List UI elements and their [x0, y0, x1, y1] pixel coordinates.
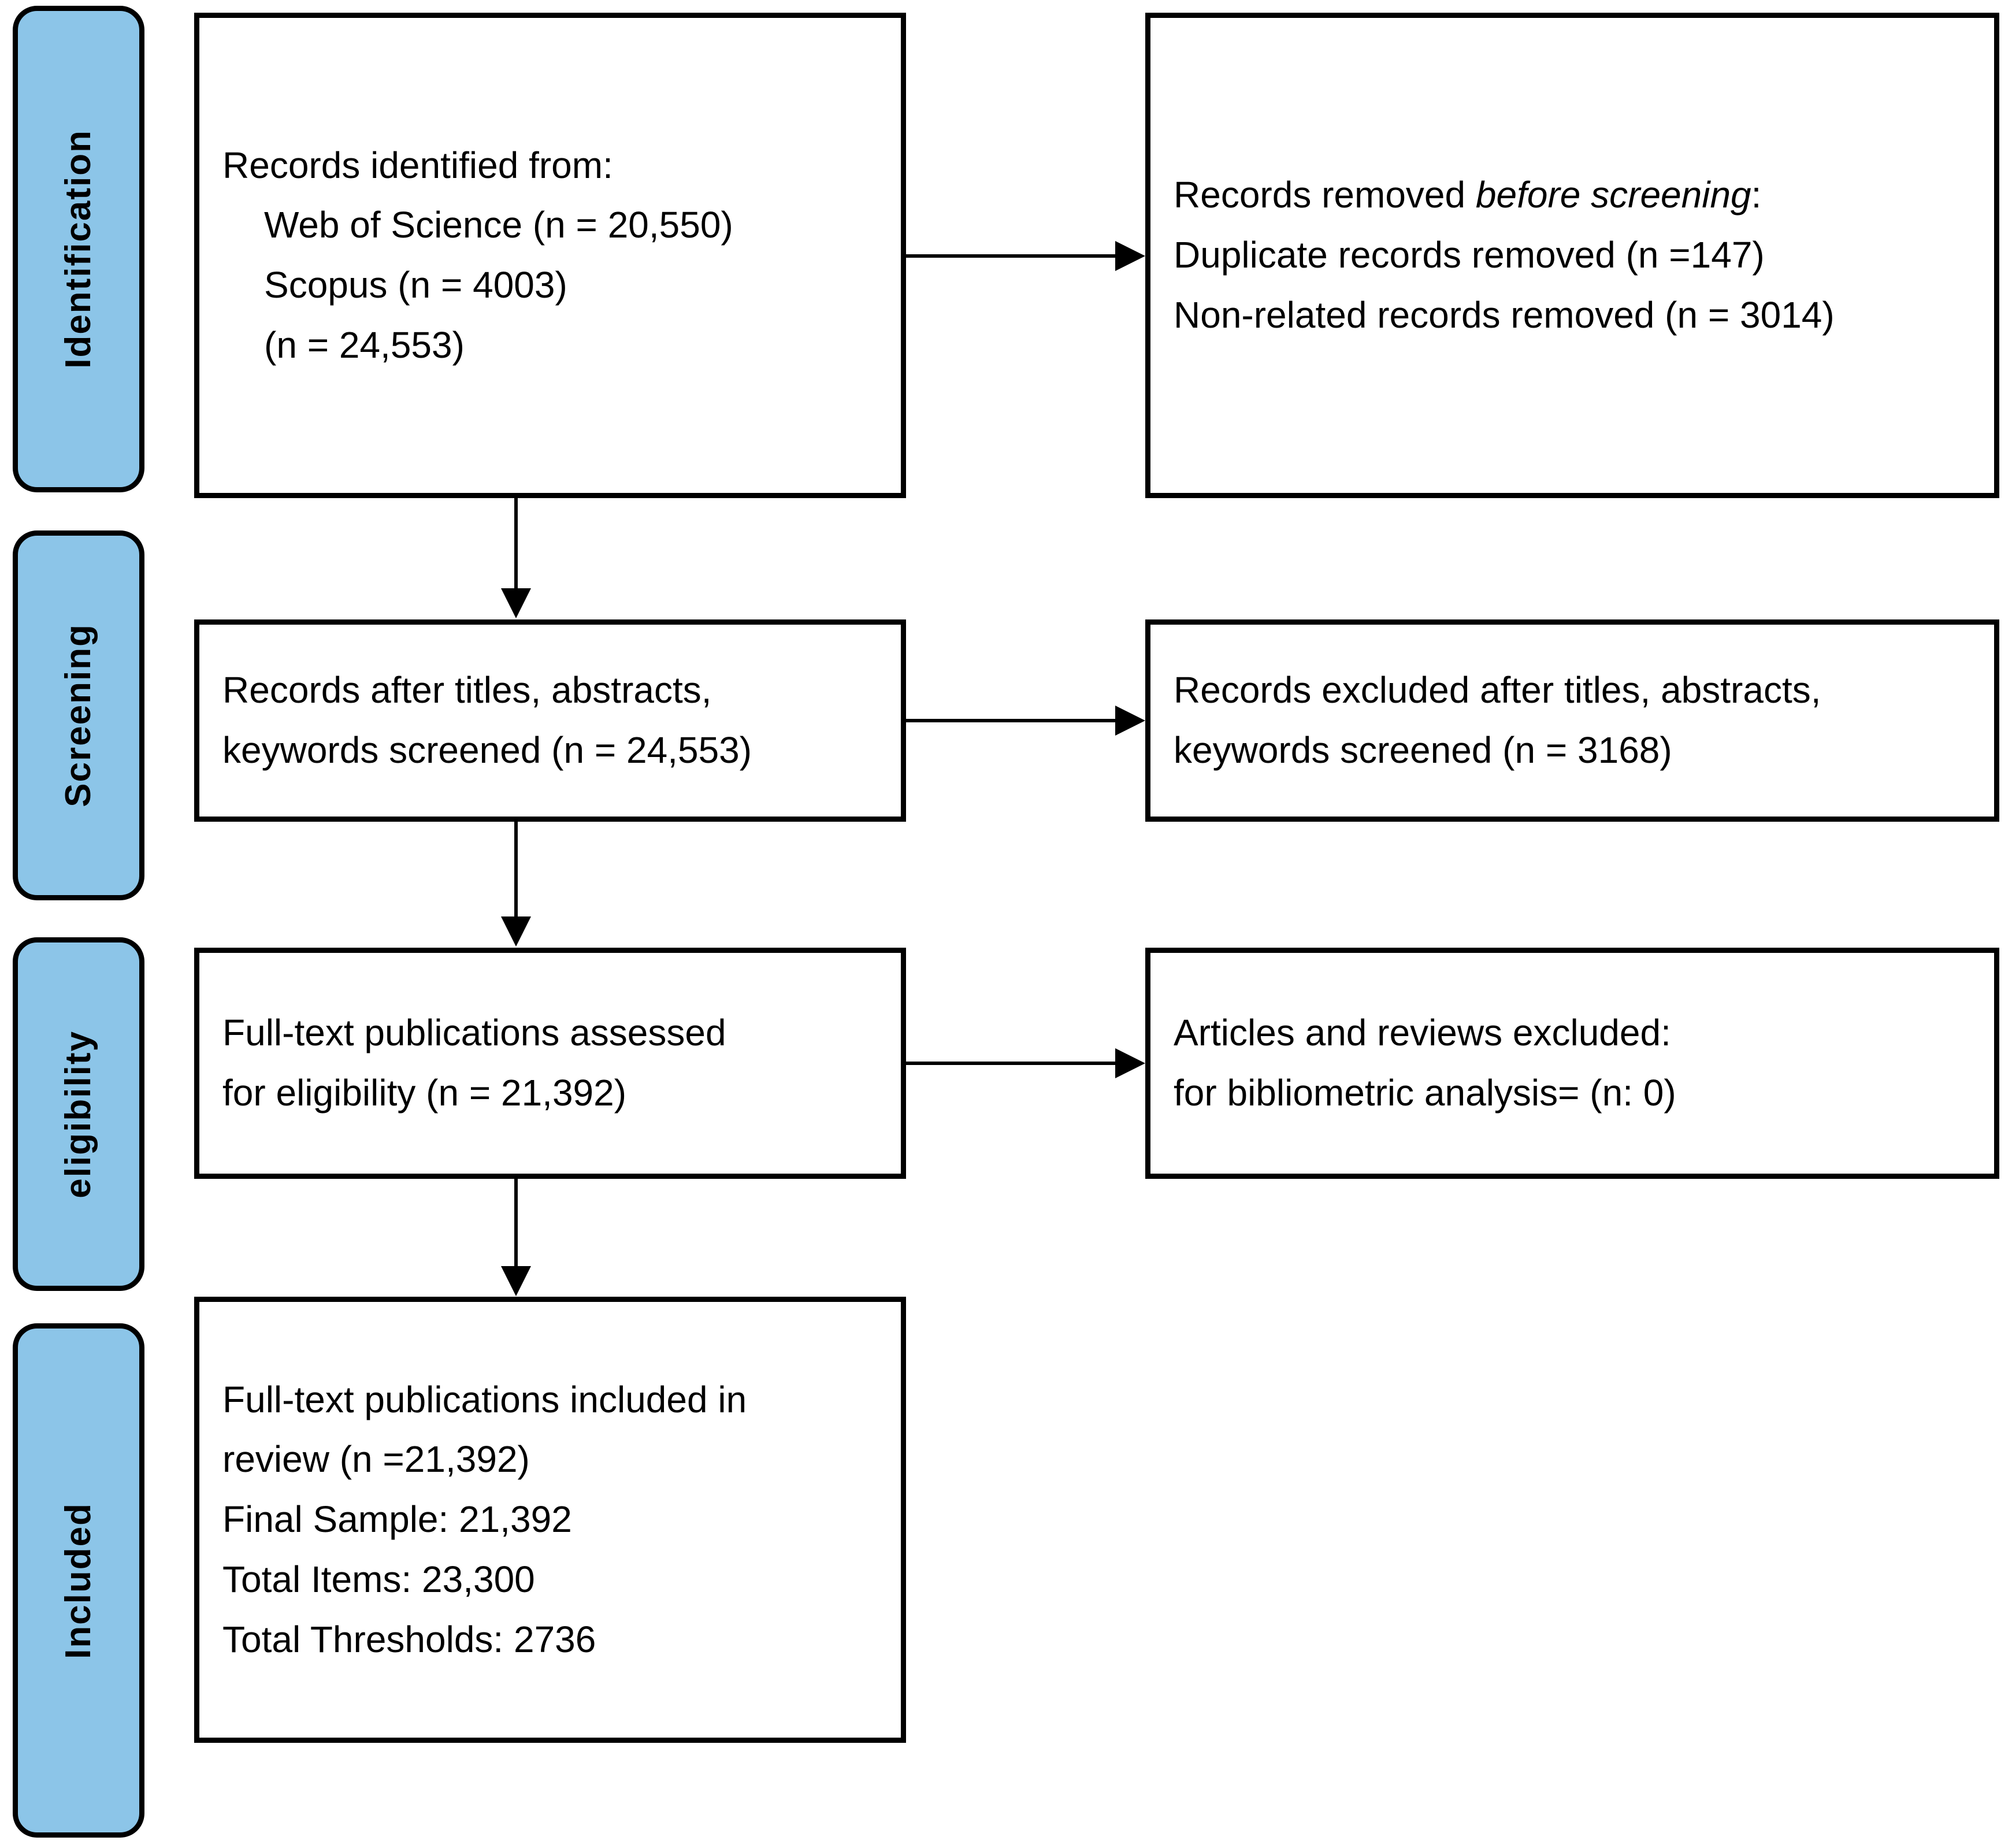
articles-excluded-line-1: Articles and reviews excluded: [1174, 1012, 1671, 1054]
connector-eligibility-to-included [514, 1179, 518, 1268]
stage-tab-screening-label: Screening [58, 624, 98, 807]
stage-tab-identification-label: Identification [58, 129, 98, 369]
stage-tab-screening: Screening [13, 530, 144, 900]
arrowhead-assessed-to-articles-excluded [1115, 1048, 1145, 1078]
records-removed-line-3: Non-related records removed (n = 3014) [1174, 294, 1835, 336]
connector-identification-to-removed [906, 254, 1115, 258]
stage-tab-included: Included [13, 1323, 144, 1838]
stage-tab-included-label: Included [58, 1502, 98, 1659]
arrowhead-eligibility-to-included [501, 1266, 531, 1296]
identification-line-2: Web of Science (n = 20,550) [264, 204, 733, 246]
fulltext-included-line-5: Total Thresholds: 2736 [222, 1618, 596, 1660]
box-records-removed: Records removed before screening: Duplic… [1145, 13, 1999, 498]
fulltext-included-line-1: Full-text publications included in [222, 1378, 747, 1420]
stage-tab-identification: Identification [13, 6, 144, 492]
box-fulltext-included: Full-text publications included in revie… [194, 1297, 906, 1743]
connector-screening-to-eligibility [514, 822, 518, 919]
records-removed-suffix: : [1751, 174, 1762, 216]
records-screened-line-1: Records after titles, abstracts, [222, 669, 712, 711]
box-identification-sources: Records identified from: Web of Science … [194, 13, 906, 498]
arrowhead-identification-to-screening [501, 588, 531, 618]
fulltext-included-line-2: review (n =21,392) [222, 1438, 530, 1480]
identification-line-4: (n = 24,553) [264, 324, 465, 366]
box-records-excluded: Records excluded after titles, abstracts… [1145, 619, 1999, 822]
identification-line-1: Records identified from: [222, 144, 613, 186]
fulltext-assessed-line-1: Full-text publications assessed [222, 1012, 726, 1054]
box-records-screened: Records after titles, abstracts, keyword… [194, 619, 906, 822]
records-excluded-line-2: keywords screened (n = 3168) [1174, 729, 1672, 771]
arrowhead-screening-to-eligibility [501, 916, 531, 947]
fulltext-included-line-4: Total Items: 23,300 [222, 1558, 535, 1600]
records-removed-line-1: Records removed before screening: [1174, 165, 1971, 225]
records-excluded-line-1: Records excluded after titles, abstracts… [1174, 669, 1821, 711]
arrowhead-identification-to-removed [1115, 241, 1145, 271]
connector-screened-to-excluded [906, 719, 1115, 722]
fulltext-assessed-line-2: for eligibility (n = 21,392) [222, 1072, 627, 1114]
records-screened-line-2: keywords screened (n = 24,553) [222, 729, 752, 771]
records-removed-line-2: Duplicate records removed (n =147) [1174, 234, 1765, 276]
fulltext-included-line-3: Final Sample: 21,392 [222, 1498, 572, 1541]
connector-assessed-to-articles-excluded [906, 1062, 1115, 1065]
articles-excluded-line-2: for bibliometric analysis= (n: 0) [1174, 1072, 1676, 1114]
box-fulltext-assessed: Full-text publications assessed for elig… [194, 948, 906, 1179]
stage-tab-eligibility-label: eligibility [58, 1030, 98, 1198]
connector-identification-to-screening [514, 498, 518, 591]
records-removed-italic: before screening [1475, 174, 1751, 216]
arrowhead-screened-to-excluded [1115, 706, 1145, 736]
records-removed-prefix: Records removed [1174, 174, 1476, 216]
stage-tab-eligibility: eligibility [13, 937, 144, 1291]
identification-line-3: Scopus (n = 4003) [264, 264, 567, 306]
box-articles-excluded: Articles and reviews excluded: for bibli… [1145, 948, 1999, 1179]
